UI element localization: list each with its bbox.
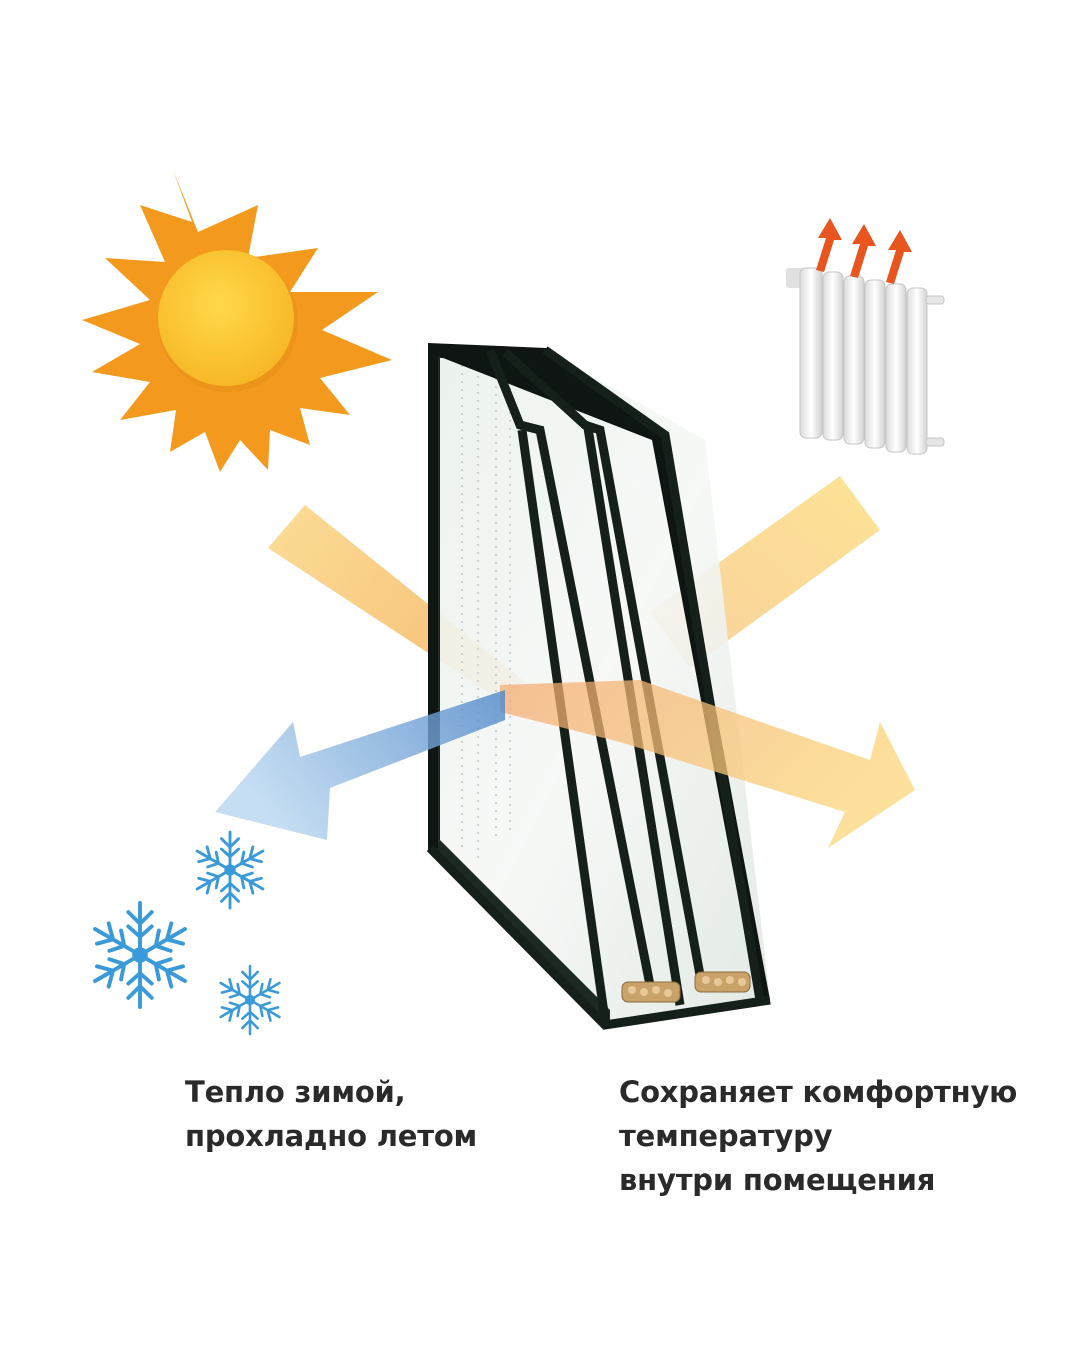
caption-right-line2: температуру	[619, 1119, 833, 1153]
caption-warm-winter: Тепло зимой, прохладно летом	[185, 1070, 515, 1158]
caption-comfort-temperature: Сохраняет комфортную температуру внутри …	[619, 1070, 1059, 1202]
caption-left-line1: Тепло зимой,	[185, 1075, 406, 1109]
caption-right-line1: Сохраняет комфортную	[619, 1075, 1018, 1109]
cold-arrow	[215, 690, 505, 840]
heat-arrows	[816, 218, 912, 284]
radiator-icon	[786, 218, 945, 455]
caption-right-line3: внутри помещения	[619, 1163, 936, 1197]
warm-arrow-out	[500, 680, 915, 848]
caption-left-line2: прохладно летом	[185, 1119, 478, 1153]
sun-icon	[82, 170, 392, 472]
snowflake-icon	[93, 830, 281, 1036]
